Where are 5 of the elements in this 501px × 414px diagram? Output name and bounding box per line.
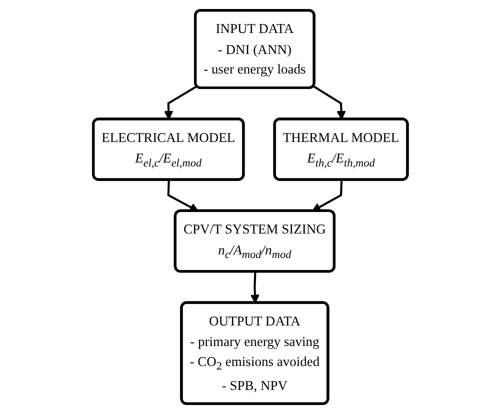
arrow bbox=[167, 180, 199, 212]
arrow bbox=[312, 180, 343, 212]
arrow bbox=[164, 85, 198, 120]
arrow bbox=[250, 272, 260, 304]
arrow bbox=[313, 85, 346, 120]
